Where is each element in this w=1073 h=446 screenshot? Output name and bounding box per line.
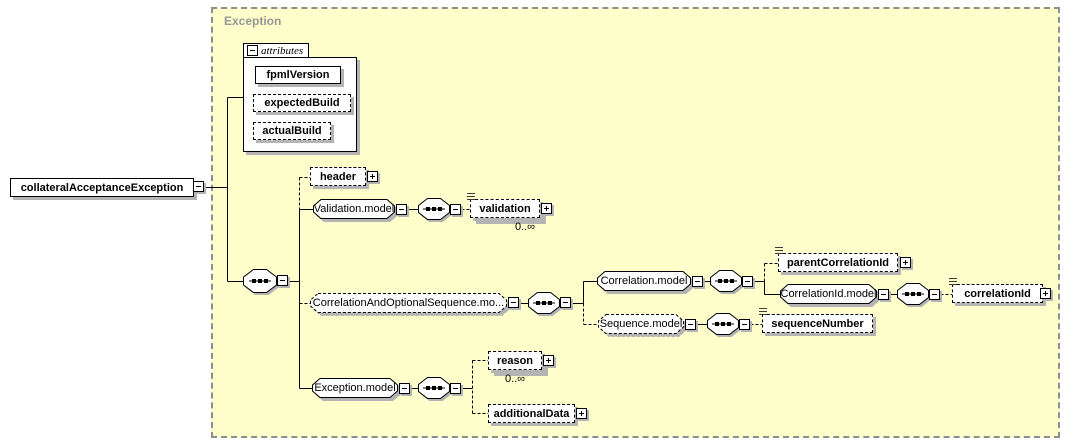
attribute-label: fpmlVersion [266, 69, 330, 81]
element-header[interactable]: header [310, 167, 366, 186]
collapse-toggle-exception-sequence[interactable] [450, 383, 461, 394]
element-validation[interactable]: validation [470, 199, 540, 218]
expand-toggle-validation[interactable] [541, 203, 552, 214]
expand-toggle-additional-data[interactable] [576, 408, 587, 419]
attributes-tab: attributes [243, 43, 309, 58]
model-group-sequence-model[interactable]: Sequence.model [598, 314, 684, 334]
element-label: sequenceNumber [771, 317, 864, 330]
collapse-toggle-sequence-model-sequence[interactable] [739, 319, 750, 330]
collapse-toggle-root[interactable] [193, 181, 204, 192]
collapse-toggle-exception-model[interactable] [399, 383, 410, 394]
element-reason[interactable]: reason [488, 351, 542, 370]
occurrence-label: 0..∞ [504, 373, 526, 385]
collapse-toggle-correlation-sequence[interactable] [742, 276, 753, 287]
group-label: Validation.model [313, 203, 395, 215]
collapse-toggle-cas-model[interactable] [508, 297, 519, 308]
attributes-title: attributes [261, 44, 304, 57]
collapse-toggle-main-sequence[interactable] [277, 275, 288, 286]
group-label: CorrelationId.model [780, 288, 877, 300]
container-title: Exception [224, 14, 282, 28]
collapse-toggle-correlation-id-sequence[interactable] [929, 289, 940, 300]
element-label: collateralAcceptanceException [20, 181, 184, 194]
group-label: Exception.model [314, 382, 396, 394]
collapse-toggle-attributes[interactable] [247, 45, 258, 56]
expand-toggle-correlation-id[interactable] [1040, 288, 1051, 299]
expand-toggle-parent-correlation-id[interactable] [900, 257, 911, 268]
type-marker-icon [949, 278, 957, 285]
element-parent-correlation-id[interactable]: parentCorrelationId [778, 253, 898, 272]
sequence-icon-main[interactable] [243, 269, 277, 293]
model-group-correlation-and-optional-sequence[interactable]: CorrelationAndOptionalSequence.mo... [310, 293, 507, 313]
model-group-validation-model[interactable]: Validation.model [313, 199, 395, 219]
occurrence-label: 0..∞ [514, 221, 536, 233]
collapse-toggle-correlation-model[interactable] [692, 276, 703, 287]
group-label: Sequence.model [599, 318, 683, 330]
sequence-icon-correlation[interactable] [710, 270, 742, 292]
multi-occurrence-icon [467, 193, 475, 200]
element-label: correlationId [964, 287, 1031, 300]
attribute-label: expectedBuild [264, 97, 340, 109]
element-sequence-number[interactable]: sequenceNumber [762, 314, 873, 333]
attribute-fpml-version[interactable]: fpmlVersion [255, 66, 341, 84]
element-label: parentCorrelationId [786, 256, 890, 269]
model-group-correlation-model[interactable]: Correlation.model [597, 271, 691, 291]
element-collateral-acceptance-exception[interactable]: collateralAcceptanceException [10, 178, 194, 197]
sequence-icon-validation[interactable] [418, 198, 450, 220]
sequence-icon-correlation-id[interactable] [897, 283, 929, 305]
group-label: CorrelationAndOptionalSequence.mo... [312, 297, 505, 309]
expand-toggle-header[interactable] [367, 171, 378, 182]
collapse-toggle-validation-model[interactable] [396, 204, 407, 215]
sequence-icon-sequence-model[interactable] [707, 313, 739, 335]
element-label: validation [479, 202, 531, 215]
sequence-icon-cas[interactable] [528, 292, 560, 314]
collapse-toggle-correlation-id-model[interactable] [878, 289, 889, 300]
attribute-expected-build[interactable]: expectedBuild [253, 94, 351, 112]
group-label: Correlation.model [600, 275, 688, 287]
element-label: header [319, 170, 357, 183]
expand-toggle-reason[interactable] [543, 355, 554, 366]
type-marker-icon [775, 247, 783, 254]
model-group-correlation-id-model[interactable]: CorrelationId.model [780, 284, 877, 304]
element-correlation-id[interactable]: correlationId [952, 284, 1043, 303]
element-label: reason [496, 354, 534, 367]
sequence-icon-exception[interactable] [418, 377, 450, 399]
element-additional-data[interactable]: additionalData [488, 404, 575, 423]
model-group-exception-model[interactable]: Exception.model [312, 378, 398, 398]
element-label: additionalData [493, 407, 570, 420]
collapse-toggle-sequence-model[interactable] [685, 319, 696, 330]
collapse-toggle-cas-sequence[interactable] [560, 297, 571, 308]
attribute-actual-build[interactable]: actualBuild [253, 122, 331, 140]
type-marker-icon [759, 308, 767, 315]
collapse-toggle-validation-sequence[interactable] [450, 204, 461, 215]
attribute-label: actualBuild [262, 125, 322, 137]
